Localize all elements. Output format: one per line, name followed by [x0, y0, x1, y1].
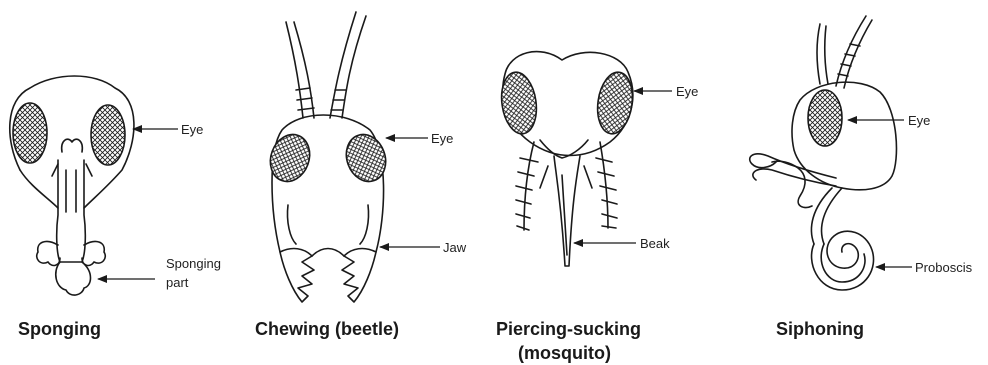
sponging-pad-left: [37, 241, 60, 265]
chewing-caption: Chewing (beetle): [255, 319, 399, 339]
siphoning-right-antenna: [836, 16, 866, 86]
sponging-left-eye: [13, 103, 47, 163]
sponging-proboscis: [57, 160, 86, 262]
siphoning-left-antenna: [817, 24, 820, 84]
sponging-caption: Sponging: [18, 319, 101, 339]
piercing-beak-label: Beak: [640, 236, 670, 251]
panel-piercing-sucking: Eye Beak Piercing-sucking (mosquito): [496, 52, 698, 363]
chewing-right-mandible: [342, 249, 376, 302]
siphoning-proboscis-tube: [811, 188, 842, 244]
panel-chewing: Eye Jaw Chewing (beetle): [255, 12, 467, 339]
piercing-right-eye: [594, 70, 636, 136]
chewing-jaw-label: Jaw: [443, 240, 467, 255]
chewing-left-mandible: [280, 249, 314, 302]
piercing-caption-line2: (mosquito): [518, 343, 611, 363]
sponging-part-label-line1: Sponging: [166, 256, 221, 271]
sponging-right-eye: [91, 105, 125, 165]
chewing-right-eye: [340, 129, 392, 187]
chewing-eye-label: Eye: [431, 131, 453, 146]
siphoning-caption: Siphoning: [776, 319, 864, 339]
sponging-pad-right: [82, 241, 105, 265]
sponging-pad-bottom: [56, 262, 91, 295]
sponging-eye-label: Eye: [181, 122, 203, 137]
piercing-caption-line1: Piercing-sucking: [496, 319, 641, 339]
sponging-antennae: [62, 139, 83, 152]
siphoning-proboscis-loop: [750, 154, 836, 178]
siphoning-eye-label: Eye: [908, 113, 930, 128]
panel-sponging: Eye Sponging part Sponging: [10, 76, 221, 339]
siphoning-head-outline: [792, 82, 896, 190]
chewing-left-antenna: [286, 22, 303, 118]
panel-siphoning: Eye Proboscis Siphoning: [750, 16, 973, 339]
siphoning-eye: [808, 90, 842, 146]
sponging-part-label-line2: part: [166, 275, 189, 290]
piercing-eye-label: Eye: [676, 84, 698, 99]
siphoning-proboscis-label: Proboscis: [915, 260, 973, 275]
